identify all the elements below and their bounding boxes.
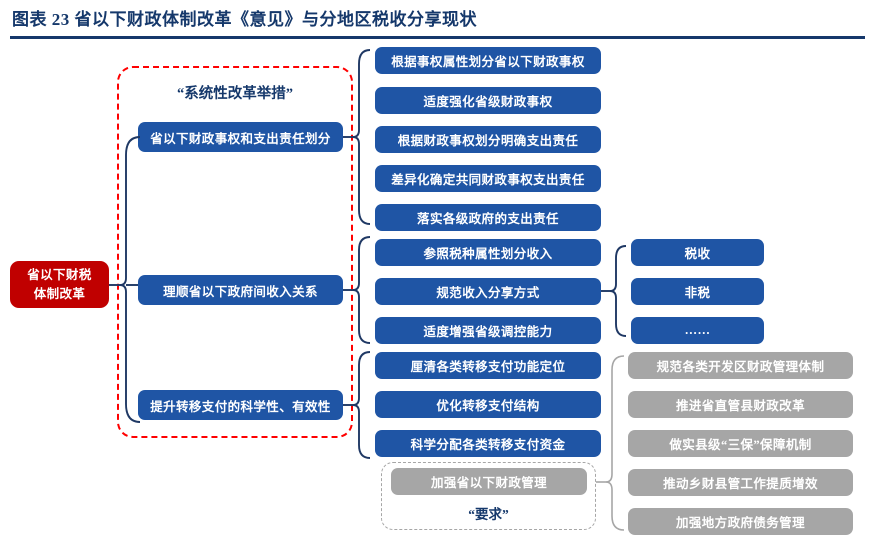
page-title: 图表 23 省以下财政体制改革《意见》与分地区税收分享现状 — [12, 10, 477, 29]
measure-box-1-3: 根据财政事权划分明确支出责任 — [375, 126, 601, 153]
brace-revenue-split — [601, 245, 627, 337]
systemic-reform-container — [117, 66, 353, 438]
revenue-type-box-3: …… — [631, 317, 764, 344]
root-node-line2: 体制改革 — [33, 286, 86, 301]
pillar-box-2: 理顺省以下政府间收入关系 — [138, 275, 343, 305]
measure-box-2-1: 参照税种属性划分收入 — [375, 239, 601, 266]
measure-box-2-2: 规范收入分享方式 — [375, 278, 601, 305]
pillar-box-1: 省以下财政事权和支出责任划分 — [138, 122, 343, 152]
title-divider — [10, 36, 865, 39]
management-box-4: 推动乡财县管工作提质增效 — [628, 469, 853, 496]
systemic-reform-caption: “系统性改革举措” — [177, 86, 293, 102]
pillar-box-3: 提升转移支付的科学性、有效性 — [138, 390, 343, 420]
root-node-line1: 省以下财税 — [27, 268, 92, 283]
measure-box-1-5: 落实各级政府的支出责任 — [375, 204, 601, 231]
management-box-2: 推进省直管县财政改革 — [628, 391, 853, 418]
management-box-1: 规范各类开发区财政管理体制 — [628, 352, 853, 379]
revenue-type-box-2: 非税 — [631, 278, 764, 305]
measure-box-3-3: 科学分配各类转移支付资金 — [375, 430, 601, 457]
measure-box-2-3: 适度增强省级调控能力 — [375, 317, 601, 344]
revenue-type-box-1: 税收 — [631, 239, 764, 266]
management-box-5: 加强地方政府债务管理 — [628, 508, 853, 535]
requirement-box: 加强省以下财政管理 — [391, 468, 587, 495]
measure-box-3-1: 厘清各类转移支付功能定位 — [375, 352, 601, 379]
measure-box-1-1: 根据事权属性划分省以下财政事权 — [375, 47, 601, 74]
requirements-container — [381, 462, 596, 530]
measure-box-1-4: 差异化确定共同财政事权支出责任 — [375, 165, 601, 192]
measure-box-3-2: 优化转移支付结构 — [375, 391, 601, 418]
requirements-caption: “要求” — [468, 507, 509, 522]
root-node: 省以下财税 体制改革 — [10, 261, 109, 308]
measure-box-1-2: 适度强化省级财政事权 — [375, 87, 601, 114]
management-box-3: 做实县级“三保”保障机制 — [628, 430, 853, 457]
